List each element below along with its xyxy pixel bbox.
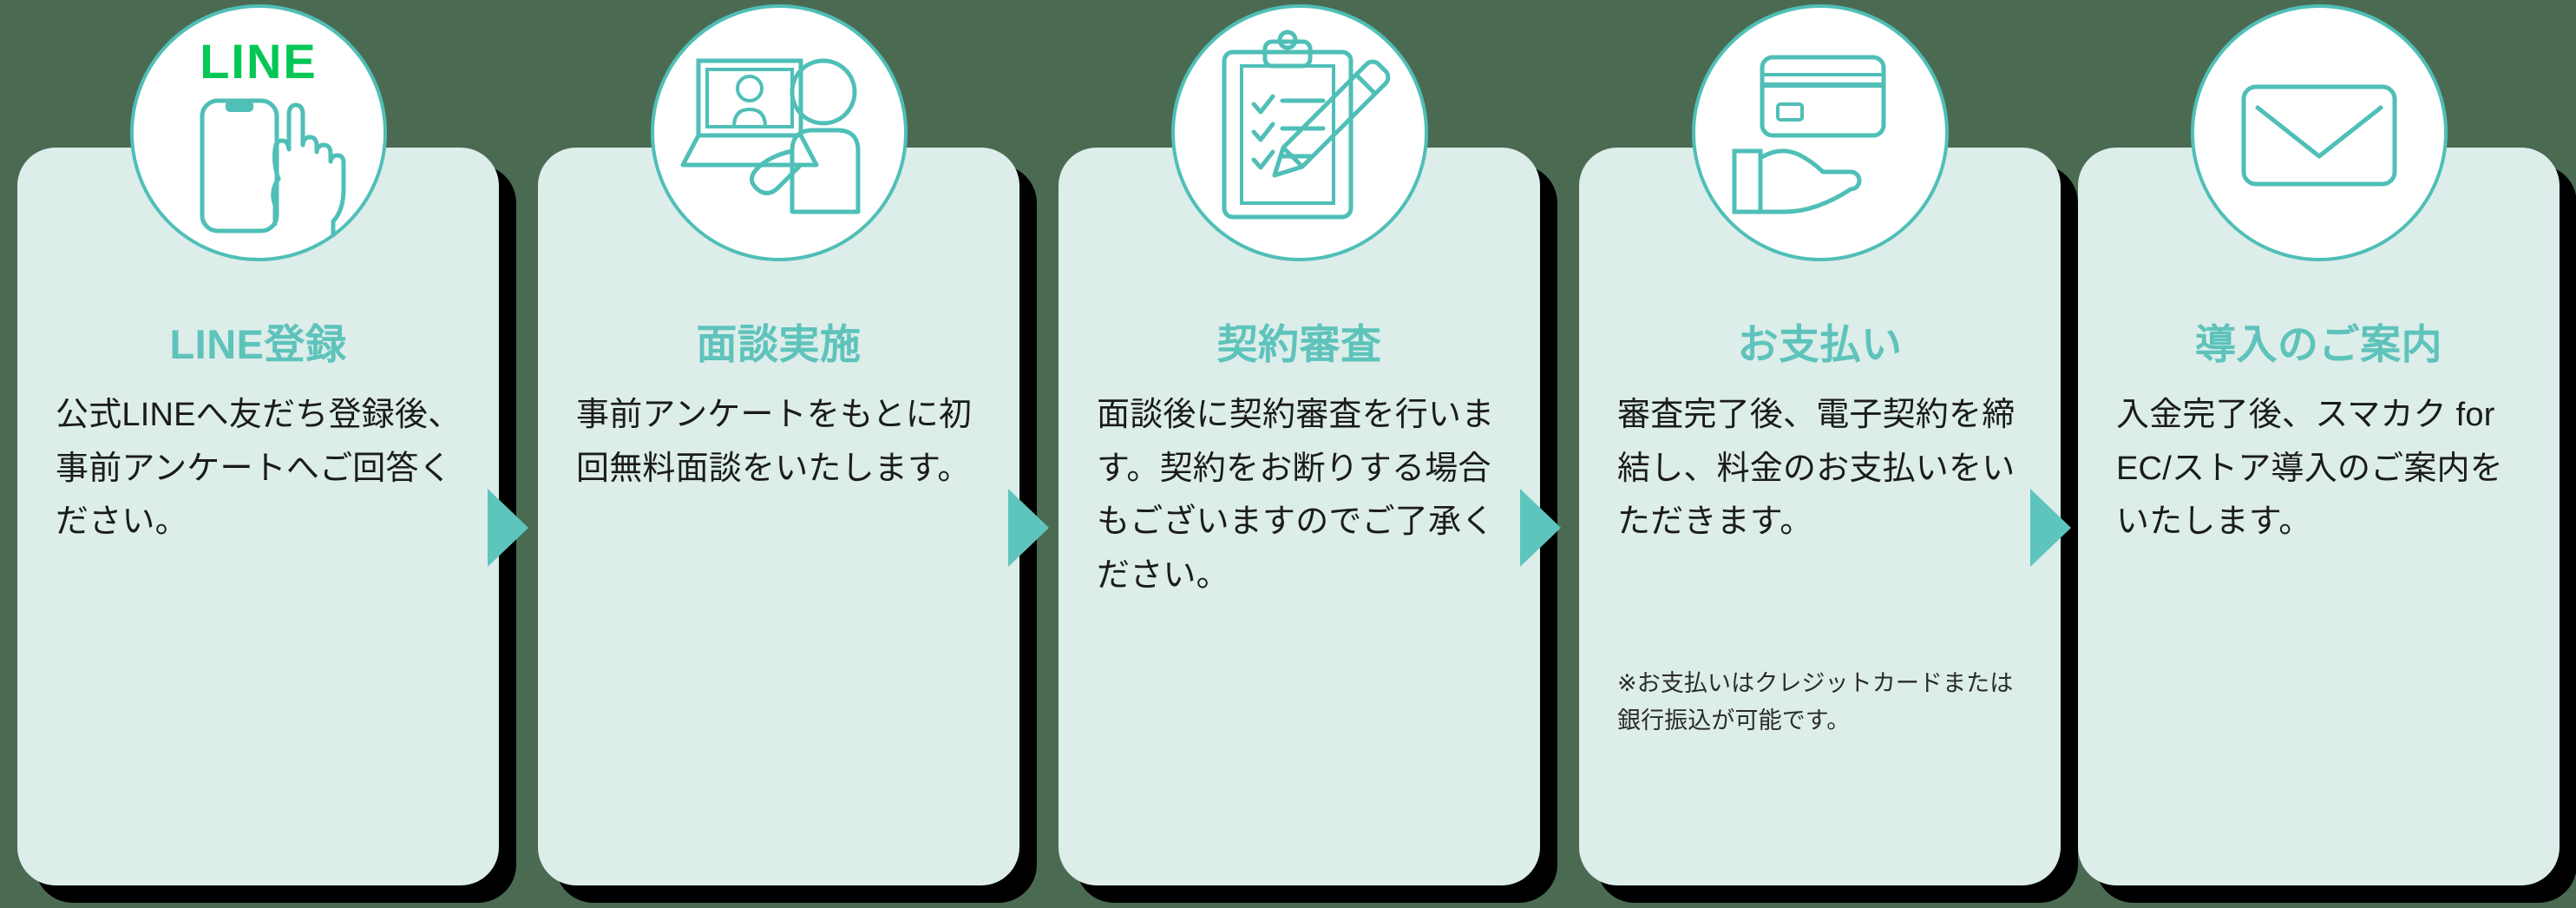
step-card-3: 契約審査 面談後に契約審査を行います。契約をお断りする場合もございますのでご了承… [1059,4,1540,885]
step-title: 契約審査 [1216,321,1382,367]
triangle-right-icon [1520,489,1561,567]
step-note: ※お支払いはクレジットカードまたは銀行振込が可能です。 [1617,670,2014,734]
step-title: 面談実施 [696,321,862,367]
step-body: 面談後に契約審査を行います。契約をお断りする場合もございますのでご了承ください。 [1097,397,1495,594]
triangle-right-icon [488,489,528,567]
step-title: 導入のご案内 [2195,321,2442,367]
step-body: 審査完了後、電子契約を締結し、料金のお支払いをいただきます。 [1617,397,2016,541]
step-card-2: 面談実施 事前アンケートをもとに初回無料面談をいたします。 [538,4,1019,885]
step-body: 公式LINEへ友だち登録後、事前アンケートへご回答ください。 [56,397,462,541]
step-body: 事前アンケートをもとに初回無料面談をいたします。 [576,397,973,487]
triangle-right-icon [2030,489,2071,567]
envelope-mail-icon [2190,4,2448,261]
triangle-right-icon [1008,489,1049,567]
svg-text:LINE: LINE [200,34,318,89]
line-phone-tap-icon: LINE [129,4,387,261]
step-card-5: 導入のご案内 入金完了後、スマカク for EC/ストア導入のご案内をいたします… [2078,4,2560,885]
step-body: 入金完了後、スマカク for EC/ストア導入のご案内をいたします。 [2116,397,2503,541]
clipboard-checklist-pencil-icon [1170,4,1428,261]
step-card-4: お支払い 審査完了後、電子契約を締結し、料金のお支払いをいただきます。 ※お支払… [1579,4,2061,885]
step-card-1: LINE LINE登録 公式LINEへ友だち登録後、事前アンケートへご回答くださ… [17,4,499,885]
credit-card-hand-icon [1691,4,1949,261]
step-title: お支払い [1737,321,1903,367]
step-title: LINE登録 [169,321,347,367]
video-interview-icon [650,4,908,261]
